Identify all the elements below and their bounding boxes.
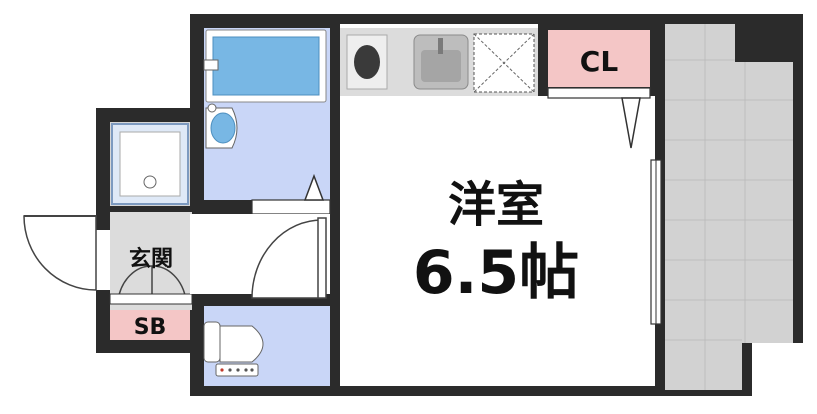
entrance xyxy=(23,212,193,310)
room-name-label: 洋室 xyxy=(448,177,544,233)
closet-label: CL xyxy=(580,45,619,78)
entrance-label: 玄関 xyxy=(129,246,173,272)
kitchen-counter xyxy=(340,28,540,96)
toilet-room xyxy=(203,306,330,386)
stove-burner-icon xyxy=(354,45,380,79)
closet xyxy=(538,24,655,149)
shoe-box-label: SB xyxy=(134,315,167,340)
front-door xyxy=(23,215,97,291)
balcony-window xyxy=(650,159,662,325)
bathroom xyxy=(203,28,330,200)
toilet-icon xyxy=(219,325,264,363)
shoe-box xyxy=(110,310,190,340)
balcony xyxy=(655,14,817,396)
room-size-label: 6.5帖 xyxy=(413,238,579,308)
room-door xyxy=(251,219,323,299)
shower-storage xyxy=(110,122,190,206)
